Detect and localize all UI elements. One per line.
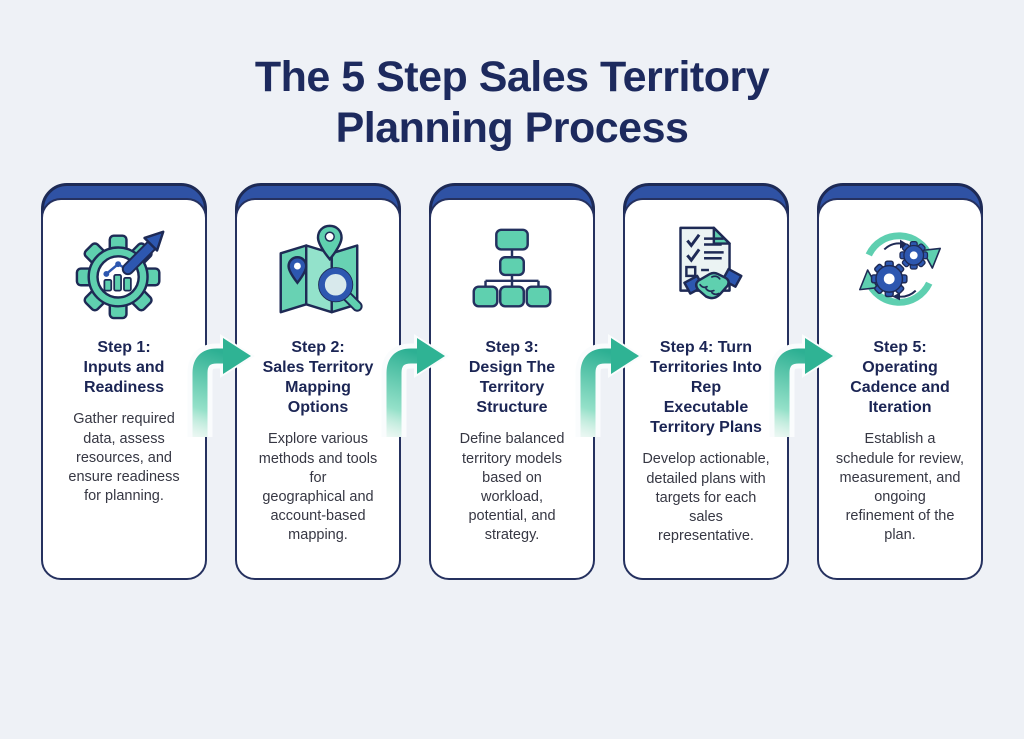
step-description: Explore various methods and tools for ge… xyxy=(258,431,378,544)
cycle-gears-icon xyxy=(849,208,951,334)
step-description: Develop actionable, detailed plans with … xyxy=(642,451,770,544)
step-card-2: Step 2: Sales Territory Mapping Options … xyxy=(187,183,401,581)
step-card-1: Step 1: Inputs and Readiness Gather requ… xyxy=(41,183,207,581)
step-card-3: Step 3: Design The Territory Structure D… xyxy=(381,183,595,581)
hierarchy-structure-icon xyxy=(461,208,563,334)
step-title: Step 4: Turn Territories Into Rep Execut… xyxy=(650,339,762,437)
step-card-5: Step 5: Operating Cadence and Iteration … xyxy=(769,183,983,581)
step-description: Gather required data, assess resources, … xyxy=(68,411,180,504)
steps-row: Step 1: Inputs and Readiness Gather requ… xyxy=(0,183,1024,581)
step-card-4: Step 4: Turn Territories Into Rep Execut… xyxy=(575,183,789,581)
card-panel: Step 1: Inputs and Readiness Gather requ… xyxy=(41,198,207,581)
step-title: Step 5: Operating Cadence and Iteration xyxy=(850,339,950,417)
card-panel: Step 3: Design The Territory Structure D… xyxy=(429,198,595,581)
territory-map-icon xyxy=(267,208,369,334)
gear-growth-chart-icon xyxy=(73,208,175,334)
plan-handshake-icon xyxy=(655,208,757,334)
card-panel: Step 2: Sales Territory Mapping Options … xyxy=(235,198,401,581)
step-title: Step 1: Inputs and Readiness xyxy=(83,339,165,397)
step-title: Step 3: Design The Territory Structure xyxy=(468,339,556,417)
step-description: Establish a schedule for review, measure… xyxy=(835,431,965,544)
step-title: Step 2: Sales Territory Mapping Options xyxy=(262,339,374,417)
card-panel: Step 5: Operating Cadence and Iteration … xyxy=(817,198,983,581)
card-panel: Step 4: Turn Territories Into Rep Execut… xyxy=(623,198,789,581)
step-description: Define balanced territory models based o… xyxy=(459,431,565,544)
page-title: The 5 Step Sales Territory Planning Proc… xyxy=(254,53,770,152)
